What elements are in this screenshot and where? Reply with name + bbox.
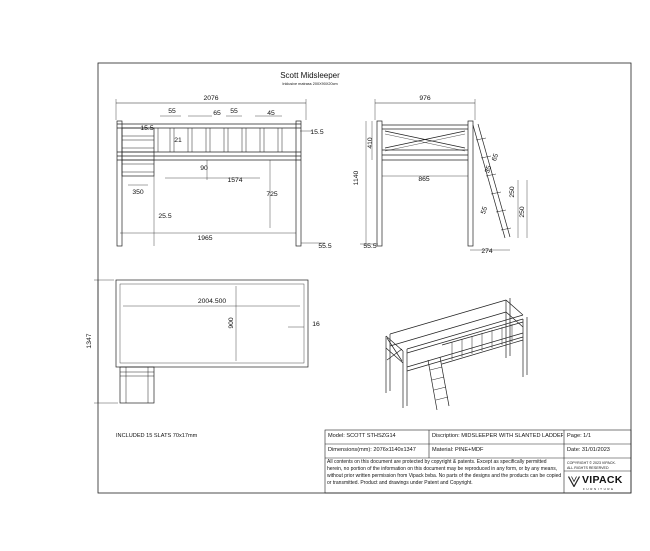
- front-dim-725: 725: [266, 191, 278, 198]
- front-dim-350: 350: [132, 189, 144, 196]
- top-view: [94, 279, 309, 404]
- front-width-dim: 2076: [203, 95, 218, 102]
- top-dim-length: 2004.500: [198, 298, 227, 305]
- side-view: [360, 99, 528, 251]
- side-width-dim: 976: [419, 95, 431, 102]
- copyright-notice: All contents on this document are protec…: [327, 459, 562, 487]
- dimensions-field: Dimensions(mm): 2076x1140x1347: [328, 447, 416, 453]
- front-dim-65: 65: [213, 110, 221, 117]
- side-dim-65: 65: [491, 153, 500, 163]
- copyright-line-1: COPYRIGHT © 2023 VIPACK.: [567, 461, 616, 465]
- front-dim-25-5: 25.5: [158, 213, 171, 220]
- front-dim-15-5b: 15.5: [310, 129, 323, 136]
- model-field: Model: SCOTT STHSZG14: [328, 433, 396, 439]
- brand-tagline: FURNITURE: [583, 487, 615, 491]
- front-dim-90: 90: [200, 165, 208, 172]
- sheet-border: [97, 62, 632, 494]
- side-dim-1140: 1140: [353, 170, 360, 185]
- top-view-dims: 2004.500 900 16 1347: [86, 298, 320, 349]
- front-dim-1574: 1574: [227, 177, 242, 184]
- top-dim-1347: 1347: [86, 333, 93, 348]
- front-view-dims: 2076 55 15.5 65 55 45 15.5 21 90 1574 72…: [132, 95, 332, 250]
- vipack-logo-icon: [568, 476, 580, 487]
- copyright-line-2: ALL RIGHTS RESERVED: [567, 466, 609, 470]
- date-field: Date: 31/01/2023: [567, 447, 610, 453]
- front-view: [115, 99, 325, 247]
- front-dim-55b: 55: [230, 108, 238, 115]
- front-dim-15-5a: 15.5: [140, 125, 153, 132]
- side-view-dims: 976 410 1140 865 65 35 55 250 250 55.5 2…: [353, 95, 526, 255]
- material-field: Material: PINE+MDF: [432, 447, 484, 453]
- drawing-title: Scott Midsleeper: [280, 71, 340, 80]
- page-field: Page: 1/1: [567, 433, 591, 439]
- front-dim-21: 21: [174, 137, 182, 144]
- side-dim-274: 274: [481, 248, 493, 255]
- slats-note: INCLUDED 15 SLATS 70x17mm: [116, 433, 198, 439]
- brand-name: VIPACK: [582, 474, 623, 486]
- top-dim-16: 16: [312, 321, 320, 328]
- front-dim-55a: 55: [168, 108, 176, 115]
- front-dim-55-5: 55.5: [318, 243, 331, 250]
- side-dim-865: 865: [418, 176, 430, 183]
- title-block: [324, 429, 632, 494]
- side-dim-55-5: 55.5: [363, 243, 376, 250]
- drawing-subtitle: Inklusive matrass 200X90X20cm: [282, 82, 337, 86]
- side-dim-410: 410: [367, 137, 374, 149]
- side-dim-35: 35: [484, 165, 493, 175]
- description-field: Discription: MIDSLEEPER WITH SLANTED LAD…: [432, 433, 563, 439]
- side-dim-250a: 250: [509, 186, 516, 198]
- front-dim-1965: 1965: [197, 235, 212, 242]
- top-dim-900: 900: [228, 317, 235, 329]
- isometric-view: [385, 298, 528, 411]
- front-dim-45: 45: [267, 110, 275, 117]
- side-dim-55: 55: [480, 206, 489, 216]
- side-dim-250b: 250: [519, 206, 526, 218]
